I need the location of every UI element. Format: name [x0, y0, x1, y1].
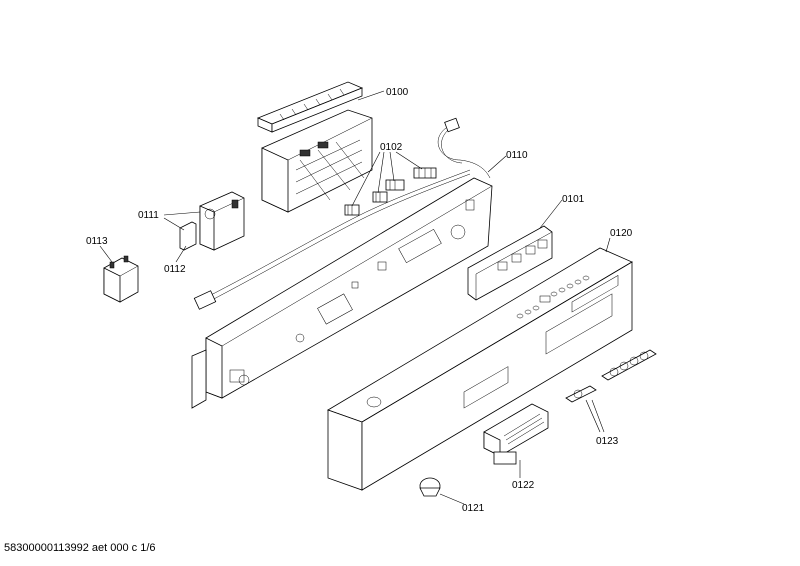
part-0112-relay[interactable] — [179, 221, 197, 251]
label-0110: 0110 — [506, 150, 528, 161]
label-0123: 0123 — [596, 436, 619, 447]
control-panel-carrier-frame — [191, 177, 493, 409]
part-0123-push-buttons[interactable] — [565, 349, 657, 403]
part-0100-electronic-module[interactable] — [256, 81, 373, 213]
part-0120-fascia-panel[interactable] — [327, 247, 633, 491]
part-0101-display-board[interactable] — [467, 225, 553, 301]
leader-lines — [99, 90, 611, 505]
part-labels: 0100 0102 0110 0101 0111 0113 0112 0120 … — [86, 87, 633, 514]
part-0121-cap[interactable] — [419, 477, 441, 497]
part-0102-connectors[interactable] — [344, 167, 437, 216]
label-0120: 0120 — [610, 228, 633, 239]
part-0122-selector-knob[interactable] — [483, 403, 549, 465]
label-0122: 0122 — [512, 480, 535, 491]
label-0101: 0101 — [562, 194, 585, 205]
drawing-reference-footer: 58300000113992 aet 000 c 1/6 — [4, 542, 156, 554]
part-0110-cable-harness[interactable] — [193, 117, 491, 310]
label-0113: 0113 — [86, 236, 108, 247]
label-0112: 0112 — [164, 264, 186, 275]
part-0111-switch[interactable] — [199, 191, 245, 251]
label-0121: 0121 — [462, 503, 485, 514]
part-0113-terminal-block[interactable] — [103, 255, 139, 303]
label-0111: 0111 — [138, 210, 159, 221]
label-0100: 0100 — [386, 87, 409, 98]
label-0102: 0102 — [380, 142, 403, 153]
